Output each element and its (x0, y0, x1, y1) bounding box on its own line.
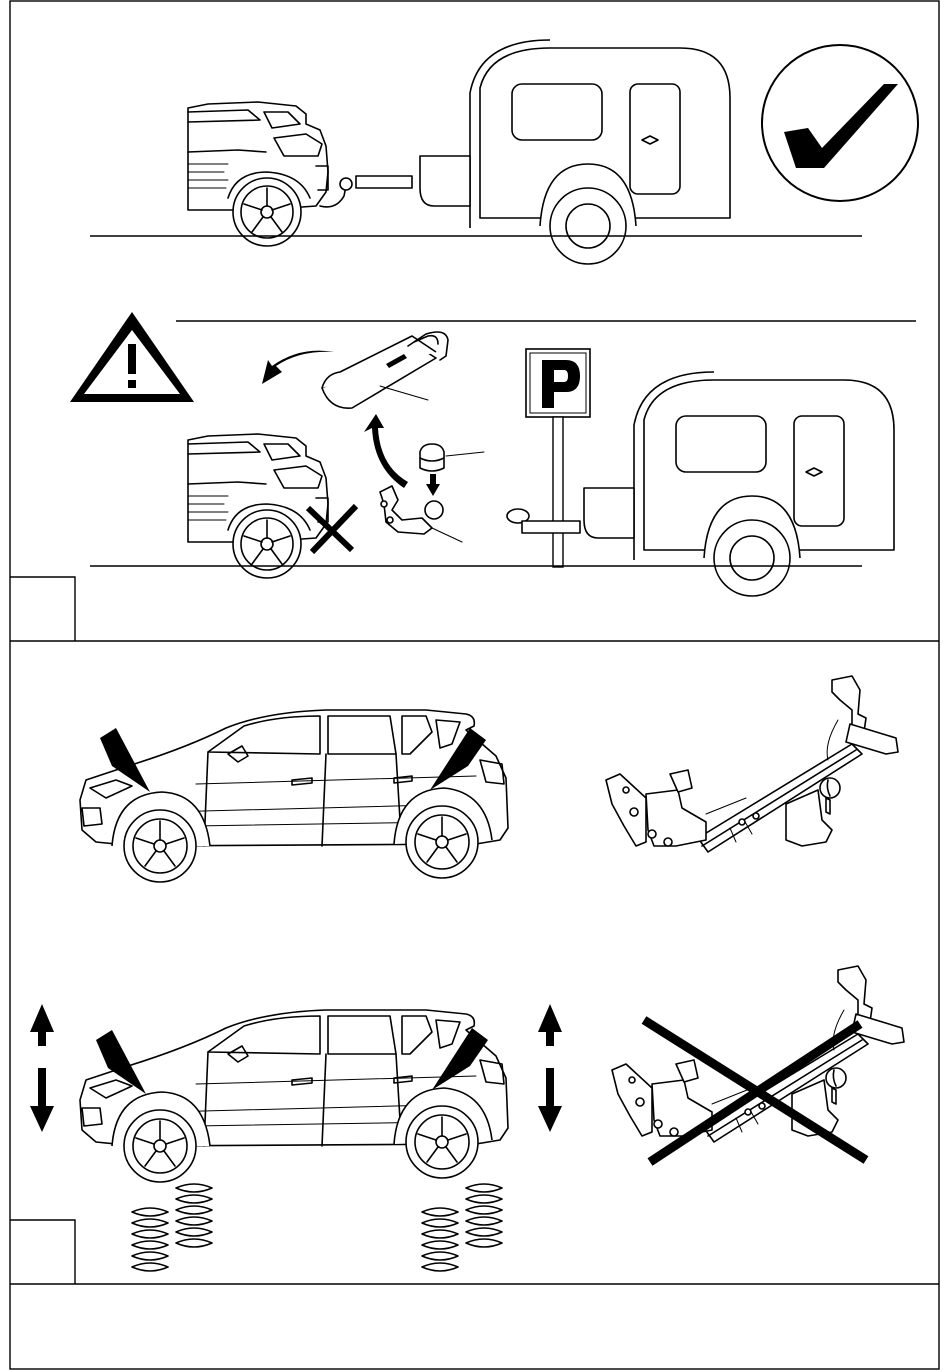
coil-spring-icon (132, 1208, 168, 1271)
step-label-box-a (10, 577, 75, 641)
up-down-arrow-icon (30, 1004, 54, 1132)
car-rear-view (188, 102, 328, 246)
ride-height-ok-scene (80, 676, 898, 882)
caravan-parked (584, 372, 894, 596)
caravan-hitch-parked (507, 509, 580, 533)
towing-scene (90, 40, 918, 264)
car-side-view (80, 710, 508, 882)
tow-ball-detached (380, 444, 484, 542)
caravan-attached (420, 40, 730, 264)
coil-spring-icon (422, 1208, 458, 1271)
car-rear-view-parked (188, 434, 328, 578)
up-down-arrow-icon (538, 1004, 562, 1132)
warning-triangle-icon (70, 312, 194, 402)
tow-hitch-attached (320, 176, 412, 207)
step-label-box-b (10, 1220, 75, 1284)
parking-sign-icon (526, 349, 590, 567)
car-side-view-lowered (80, 1010, 508, 1182)
coil-spring-icon (466, 1184, 502, 1247)
tow-bar-assembly (606, 676, 898, 852)
coil-spring-icon (176, 1184, 212, 1247)
storage-bag-icon (322, 332, 448, 408)
tow-bar-assembly-crossed (612, 966, 904, 1142)
parking-scene (70, 312, 916, 596)
modified-suspension-scene (30, 966, 904, 1271)
checkmark-icon (762, 45, 918, 201)
